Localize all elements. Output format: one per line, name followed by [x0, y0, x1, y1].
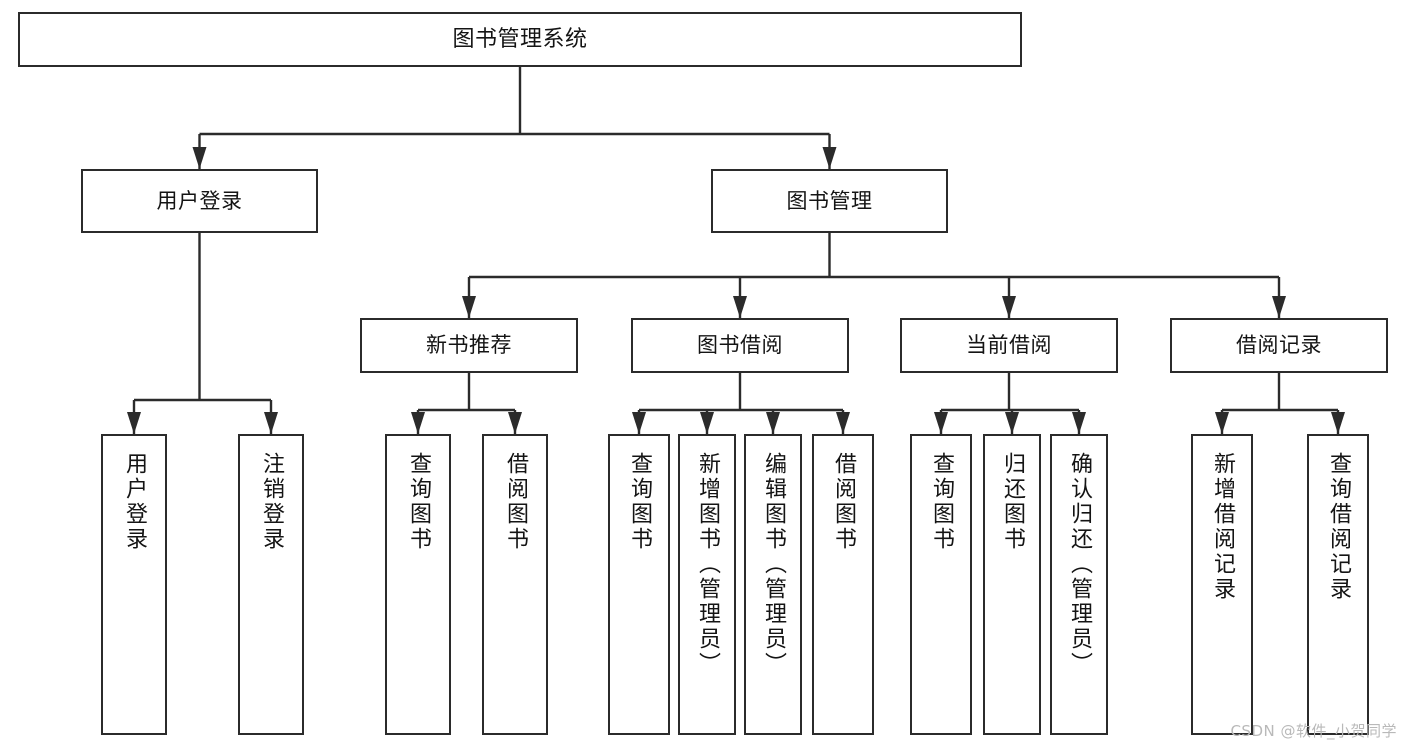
edge-arrowhead: [192, 147, 207, 169]
node-label: 借阅图书: [502, 452, 528, 552]
node-label: 用户登录: [121, 452, 147, 552]
node-leaf-8[interactable]: 借阅图书: [812, 434, 874, 735]
edge-arrowhead: [411, 412, 425, 434]
node-l3-3[interactable]: 当前借阅: [900, 318, 1118, 373]
edge-arrowhead: [462, 296, 476, 318]
node-label: 新增图书（管理员）: [694, 452, 720, 677]
node-label: 当前借阅: [966, 333, 1052, 358]
edge-arrowhead: [1215, 412, 1229, 434]
edge-arrowhead: [508, 412, 522, 434]
node-label: 查询图书: [928, 452, 954, 552]
edge-arrowhead: [822, 147, 837, 169]
node-label: 新增借阅记录: [1209, 452, 1235, 602]
node-label: 图书借阅: [697, 333, 783, 358]
node-leaf-12[interactable]: 新增借阅记录: [1191, 434, 1253, 735]
edge-arrowhead: [127, 412, 141, 434]
edge-arrowhead: [836, 412, 850, 434]
edge-arrowhead: [1072, 412, 1086, 434]
node-leaf-13[interactable]: 查询借阅记录: [1307, 434, 1369, 735]
node-leaf-6[interactable]: 新增图书（管理员）: [678, 434, 736, 735]
csdn-watermark: CSDN @软件_小贺同学: [1230, 722, 1397, 740]
node-leaf-9[interactable]: 查询图书: [910, 434, 972, 735]
edge-arrowhead: [700, 412, 714, 434]
edge-arrowhead: [1331, 412, 1345, 434]
node-leaf-10[interactable]: 归还图书: [983, 434, 1041, 735]
node-l3-1[interactable]: 新书推荐: [360, 318, 578, 373]
node-label: 借阅图书: [830, 452, 856, 552]
node-leaf-5[interactable]: 查询图书: [608, 434, 670, 735]
node-label: 编辑图书（管理员）: [760, 452, 786, 677]
node-leaf-11[interactable]: 确认归还（管理员）: [1050, 434, 1108, 735]
edge-arrowhead: [766, 412, 780, 434]
node-label: 查询图书: [626, 452, 652, 552]
edge-arrowhead: [733, 296, 747, 318]
node-label: 确认归还（管理员）: [1066, 452, 1092, 677]
node-l2-1[interactable]: 用户登录: [81, 169, 318, 233]
node-label: 查询借阅记录: [1325, 452, 1351, 602]
node-leaf-1[interactable]: 用户登录: [101, 434, 167, 735]
node-root[interactable]: 图书管理系统: [18, 12, 1022, 67]
node-leaf-3[interactable]: 查询图书: [385, 434, 451, 735]
node-label: 新书推荐: [426, 333, 512, 358]
node-label: 用户登录: [156, 188, 243, 213]
edge-arrowhead: [1002, 296, 1016, 318]
node-l2-2[interactable]: 图书管理: [711, 169, 948, 233]
node-label: 借阅记录: [1236, 333, 1322, 358]
node-label: 注销登录: [258, 452, 284, 552]
node-leaf-4[interactable]: 借阅图书: [482, 434, 548, 735]
edge-arrowhead: [1272, 296, 1286, 318]
node-l3-2[interactable]: 图书借阅: [631, 318, 849, 373]
node-leaf-2[interactable]: 注销登录: [238, 434, 304, 735]
node-label: 归还图书: [999, 452, 1025, 552]
node-label: 图书管理: [786, 188, 873, 213]
node-label: 查询图书: [405, 452, 431, 552]
edge-arrowhead: [934, 412, 948, 434]
edge-arrowhead: [1005, 412, 1019, 434]
edge-arrowhead: [632, 412, 646, 434]
node-l3-4[interactable]: 借阅记录: [1170, 318, 1388, 373]
node-leaf-7[interactable]: 编辑图书（管理员）: [744, 434, 802, 735]
node-label: 图书管理系统: [452, 26, 588, 52]
edge-arrowhead: [264, 412, 278, 434]
